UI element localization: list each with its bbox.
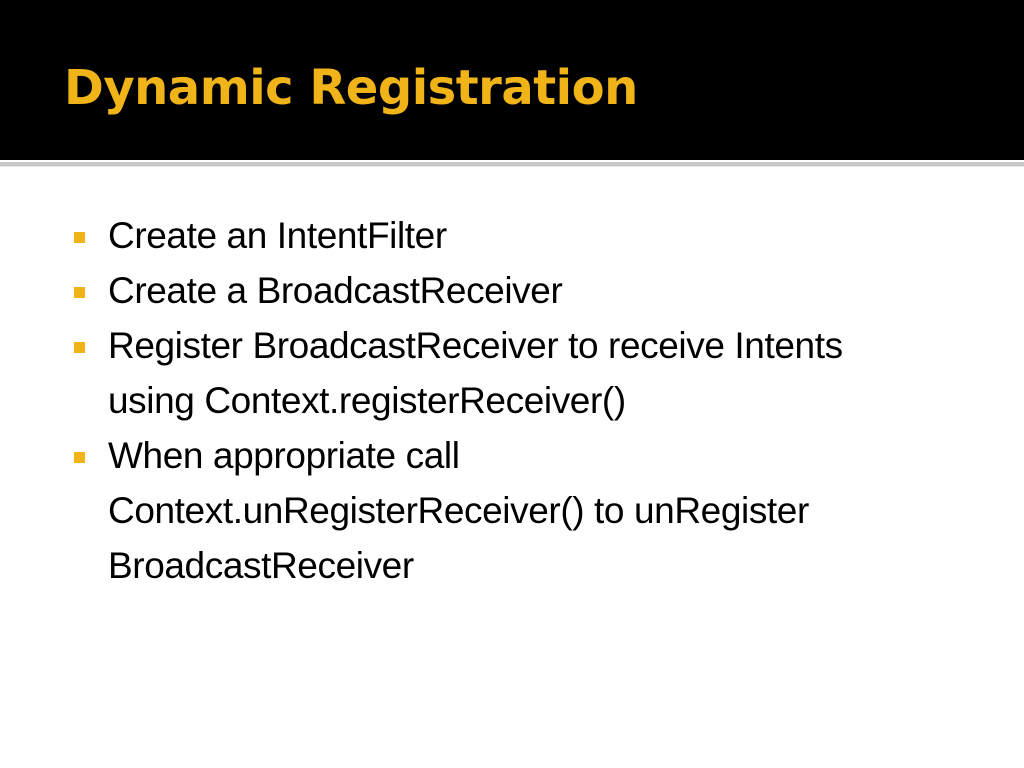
bullet-text: Context.unRegisterReceiver() to unRegist… bbox=[108, 490, 809, 531]
square-bullet-icon bbox=[74, 342, 85, 353]
title-bar: Dynamic Registration bbox=[0, 0, 1024, 160]
bullet-text: Create a BroadcastReceiver bbox=[108, 270, 563, 311]
bullet-text: using Context.registerReceiver() bbox=[108, 380, 626, 421]
bullet-item: Create an IntentFilter bbox=[72, 208, 972, 263]
bullet-item: Register BroadcastReceiver to receive In… bbox=[72, 318, 972, 428]
bullet-item: Create a BroadcastReceiver bbox=[72, 263, 972, 318]
bullet-text: BroadcastReceiver bbox=[108, 545, 414, 586]
bullet-item: When appropriate call Context.unRegister… bbox=[72, 428, 972, 593]
bullet-list: Create an IntentFilter Create a Broadcas… bbox=[72, 208, 972, 593]
square-bullet-icon bbox=[74, 232, 85, 243]
bullet-text: When appropriate call bbox=[108, 435, 460, 476]
title-divider bbox=[0, 162, 1024, 167]
bullet-text: Create an IntentFilter bbox=[108, 215, 447, 256]
square-bullet-icon bbox=[74, 452, 85, 463]
square-bullet-icon bbox=[74, 287, 85, 298]
slide-title: Dynamic Registration bbox=[64, 60, 638, 116]
bullet-text: Register BroadcastReceiver to receive In… bbox=[108, 325, 843, 366]
